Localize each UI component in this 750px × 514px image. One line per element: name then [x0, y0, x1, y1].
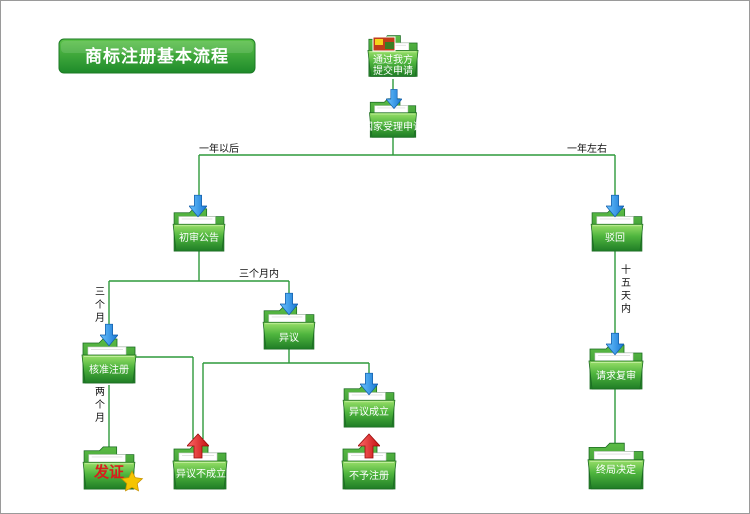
edge-label-within-three-months: 三个月内 [239, 267, 279, 280]
svg-text:终局决定: 终局决定 [596, 463, 636, 476]
svg-text:个: 个 [95, 399, 105, 411]
node-certificate: 发证 [82, 446, 144, 492]
title-badge: 商标注册基本流程 [58, 38, 256, 74]
photo-folder-icon [367, 35, 419, 77]
node-objection: 异议 [262, 292, 316, 350]
node-accept: 国家受理申请 [363, 89, 423, 138]
node-final-decision: 终局决定 [587, 442, 645, 490]
edge-label-three-months: 三 个 月 [95, 287, 105, 324]
svg-text:核准注册: 核准注册 [89, 363, 129, 376]
svg-text:提交申请: 提交申请 [373, 64, 413, 77]
svg-text:月: 月 [95, 312, 105, 324]
svg-text:国家受理申请: 国家受理申请 [363, 120, 423, 133]
svg-text:月: 月 [95, 412, 105, 424]
star-icon [120, 470, 144, 492]
node-objection-rejected: 异议不成立 [172, 433, 228, 490]
node-objection-upheld: 异议成立 [342, 372, 396, 428]
svg-text:天: 天 [621, 291, 631, 302]
node-prelim: 初审公告 [172, 194, 226, 252]
node-approve: 核准注册 [81, 323, 137, 384]
svg-text:初审公告: 初审公告 [179, 231, 219, 244]
svg-text:内: 内 [621, 302, 631, 315]
svg-text:个: 个 [95, 299, 105, 311]
svg-text:十: 十 [621, 263, 631, 276]
svg-text:不予注册: 不予注册 [349, 469, 389, 482]
edge-label-two-months: 两 个 月 [95, 387, 105, 424]
folder-icon [590, 208, 644, 252]
svg-text:异议: 异议 [279, 332, 299, 344]
edge-label-fifteen-days: 十 五 天 内 [621, 263, 631, 315]
svg-text:通过我方: 通过我方 [373, 53, 413, 66]
node-review: 请求复审 [588, 332, 644, 390]
svg-text:三: 三 [95, 287, 105, 298]
svg-text:五: 五 [621, 278, 631, 289]
svg-text:异议不成立: 异议不成立 [176, 467, 226, 480]
svg-text:发证: 发证 [93, 463, 124, 481]
edge-label-after-one-year: 一年以后 [199, 142, 239, 155]
node-not-registered: 不予注册 [341, 433, 397, 490]
svg-text:请求复审: 请求复审 [596, 369, 636, 382]
page-title: 商标注册基本流程 [85, 46, 229, 67]
svg-text:异议成立: 异议成立 [349, 405, 389, 418]
node-reject: 驳回 [590, 194, 644, 252]
svg-text:驳回: 驳回 [605, 232, 625, 244]
edge-label-about-one-year: 一年左右 [567, 142, 607, 155]
svg-text:两: 两 [95, 387, 105, 398]
node-submit: 通过我方 提交申请 [367, 35, 419, 77]
